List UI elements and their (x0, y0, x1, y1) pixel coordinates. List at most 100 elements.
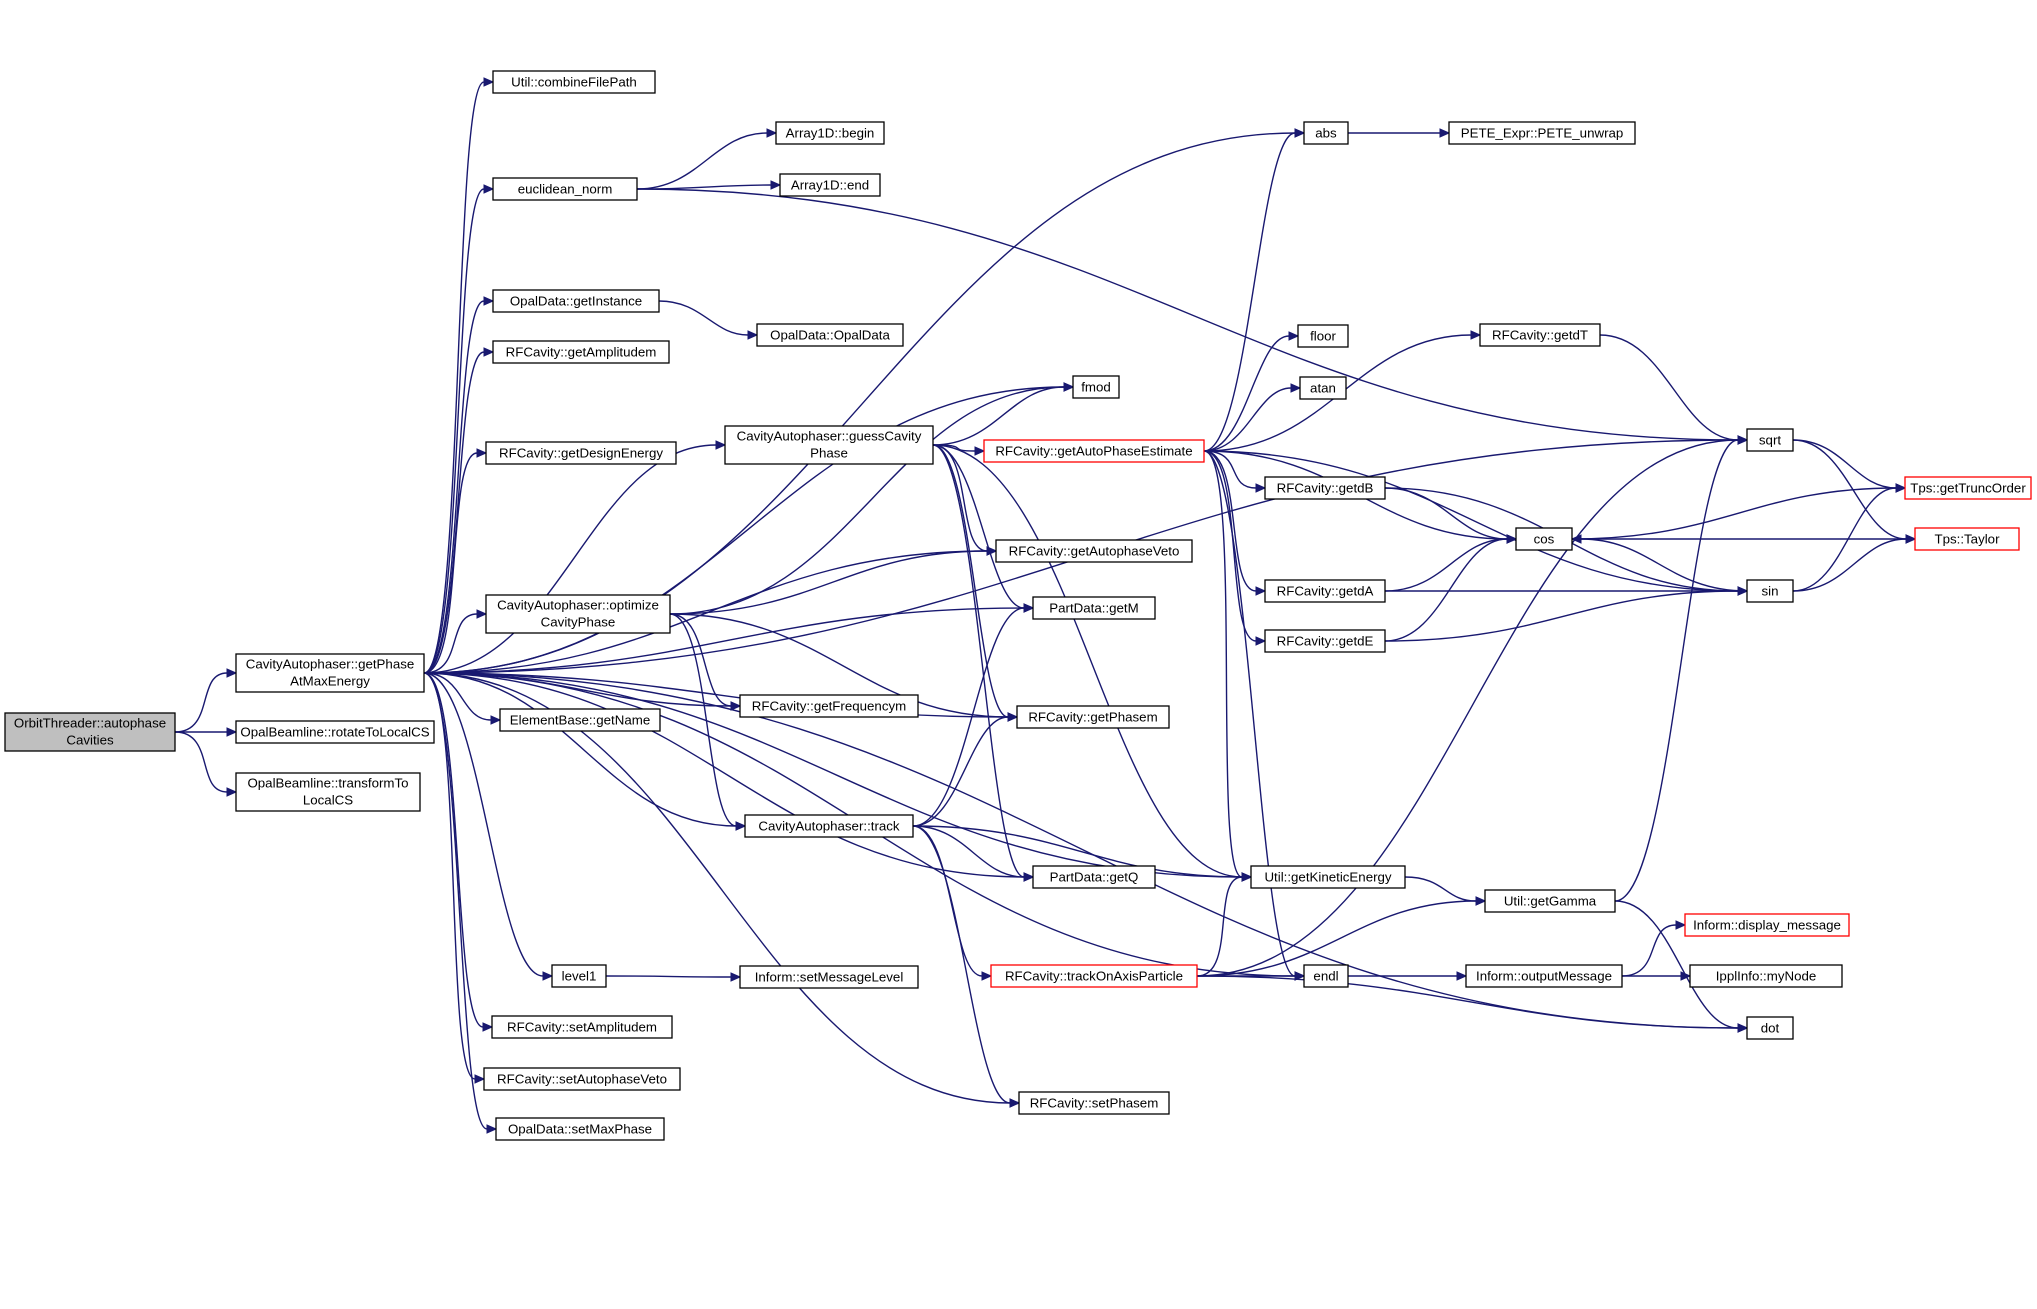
node-get-kinetic-energy[interactable]: Util::getKineticEnergy (1250, 865, 1406, 889)
node-box (1465, 964, 1623, 988)
arrowhead (1680, 971, 1692, 981)
node-getd-e[interactable]: RFCavity::getdE (1264, 629, 1386, 653)
arrowhead (1255, 586, 1267, 596)
edge-line (1384, 538, 1508, 592)
node-get-trunc-order[interactable]: Tps::getTruncOrder (1904, 476, 2032, 500)
node-box (1250, 865, 1406, 889)
node-get-gamma[interactable]: Util::getGamma (1484, 889, 1616, 913)
node-box (491, 1015, 673, 1039)
arrowhead (1675, 920, 1687, 930)
edge-line (669, 550, 988, 615)
arrowhead (1023, 872, 1035, 882)
node-getd-t[interactable]: RFCavity::getdT (1479, 323, 1601, 347)
node-box (1448, 121, 1636, 145)
node-dot[interactable]: dot (1746, 1016, 1794, 1040)
node-set-max-phase[interactable]: OpalData::setMaxPhase (495, 1117, 665, 1141)
node-level1[interactable]: level1 (551, 964, 607, 988)
node-set-phasem[interactable]: RFCavity::setPhasem (1018, 1091, 1170, 1115)
node-box (1032, 596, 1156, 620)
edge-get-phase-at-max-energy-to-guess-cavity-phase (423, 440, 727, 674)
node-get-name[interactable]: ElementBase::getName (499, 708, 661, 732)
edge-get-phase-at-max-energy-to-get-q (423, 672, 1035, 882)
node-pete-unwrap[interactable]: PETE_Expr::PETE_unwrap (1448, 121, 1636, 145)
edge-line (669, 386, 1065, 615)
node-cos[interactable]: cos (1515, 527, 1573, 551)
node-label: abs (1315, 126, 1337, 141)
node-label: Inform::outputMessage (1476, 969, 1612, 984)
node-label: Inform::display_message (1693, 918, 1841, 933)
node-box (1746, 428, 1794, 452)
arrowhead (730, 701, 742, 711)
arrowhead (1288, 331, 1300, 341)
node-get-design-energy[interactable]: RFCavity::getDesignEnergy (485, 441, 677, 465)
node-box (739, 694, 919, 718)
node-display-message[interactable]: Inform::display_message (1684, 913, 1850, 937)
edge-line (1580, 538, 1748, 592)
edge-get-auto-phase-estimate-to-getd-a (1203, 450, 1267, 596)
edge-getd-b-to-cos (1384, 487, 1518, 544)
node-getd-b[interactable]: RFCavity::getdB (1264, 476, 1386, 500)
edge-line (423, 607, 1025, 674)
node-get-phasem[interactable]: RFCavity::getPhasem (1016, 705, 1170, 729)
node-label: RFCavity::trackOnAxisParticle (1005, 969, 1183, 984)
node-track-on-axis-particle[interactable]: RFCavity::trackOnAxisParticle (990, 964, 1198, 988)
node-fmod[interactable]: fmod (1072, 375, 1120, 399)
edge-getd-e-to-cos (1384, 534, 1518, 642)
node-box (990, 964, 1198, 988)
edge-get-auto-phase-estimate-to-atan (1203, 383, 1302, 452)
edge-line (423, 132, 1296, 674)
node-rotate-to-local-cs[interactable]: OpalBeamline::rotateToLocalCS (235, 720, 435, 744)
node-my-node[interactable]: IpplInfo::myNode (1689, 964, 1843, 988)
node-track[interactable]: CavityAutophaser::track (744, 814, 914, 838)
edge-line (1384, 538, 1508, 642)
node-taylor[interactable]: Tps::Taylor (1914, 527, 2020, 551)
node-sqrt[interactable]: sqrt (1746, 428, 1794, 452)
node-label: LocalCS (303, 793, 353, 808)
node-get-amplitudem[interactable]: RFCavity::getAmplitudem (492, 340, 670, 364)
arrowhead (1241, 872, 1253, 882)
node-begin[interactable]: Array1D::begin (775, 121, 885, 145)
node-abs[interactable]: abs (1303, 121, 1349, 145)
edge-cos-to-taylor (1571, 534, 1917, 544)
edge-line (669, 613, 732, 707)
node-opal-data-ctor[interactable]: OpalData::OpalData (756, 323, 904, 347)
node-floor[interactable]: floor (1297, 324, 1349, 348)
node-end[interactable]: Array1D::end (779, 173, 881, 197)
node-get-m[interactable]: PartData::getM (1032, 596, 1156, 620)
node-box (995, 539, 1193, 563)
arrowhead (226, 787, 238, 797)
node-euclidean-norm[interactable]: euclidean_norm (492, 177, 638, 201)
edge-line (1203, 335, 1290, 452)
edge-line (1203, 450, 1257, 592)
node-get-instance[interactable]: OpalData::getInstance (492, 289, 660, 313)
edge-line (1203, 450, 1257, 489)
node-box (739, 965, 919, 989)
node-get-q[interactable]: PartData::getQ (1032, 865, 1156, 889)
node-endl[interactable]: endl (1303, 964, 1349, 988)
edge-orbit-autophase-to-transform-to-local-cs (174, 731, 238, 797)
node-set-amplitudem[interactable]: RFCavity::setAmplitudem (491, 1015, 673, 1039)
arrowhead (1456, 971, 1468, 981)
arrowhead (483, 77, 495, 87)
edge-get-phase-at-max-energy-to-optimize-cavity-phase (423, 609, 488, 674)
node-set-autophase-veto[interactable]: RFCavity::setAutophaseVeto (483, 1067, 681, 1091)
edge-get-auto-phase-estimate-to-endl (1203, 450, 1306, 981)
edge-line (423, 672, 1025, 878)
edge-line (1792, 538, 1907, 592)
node-get-auto-phase-estimate[interactable]: RFCavity::getAutoPhaseEstimate (983, 439, 1205, 463)
edge-line (912, 825, 983, 977)
node-combine-file-path[interactable]: Util::combineFilePath (492, 70, 656, 94)
node-output-message[interactable]: Inform::outputMessage (1465, 964, 1623, 988)
node-get-frequencym[interactable]: RFCavity::getFrequencym (739, 694, 919, 718)
node-getd-a[interactable]: RFCavity::getdA (1264, 579, 1386, 603)
node-set-message-level[interactable]: Inform::setMessageLevel (739, 965, 919, 989)
node-get-autophase-veto[interactable]: RFCavity::getAutophaseVeto (995, 539, 1193, 563)
node-sin[interactable]: sin (1746, 579, 1794, 603)
edge-line (423, 351, 485, 674)
node-atan[interactable]: atan (1299, 376, 1347, 400)
